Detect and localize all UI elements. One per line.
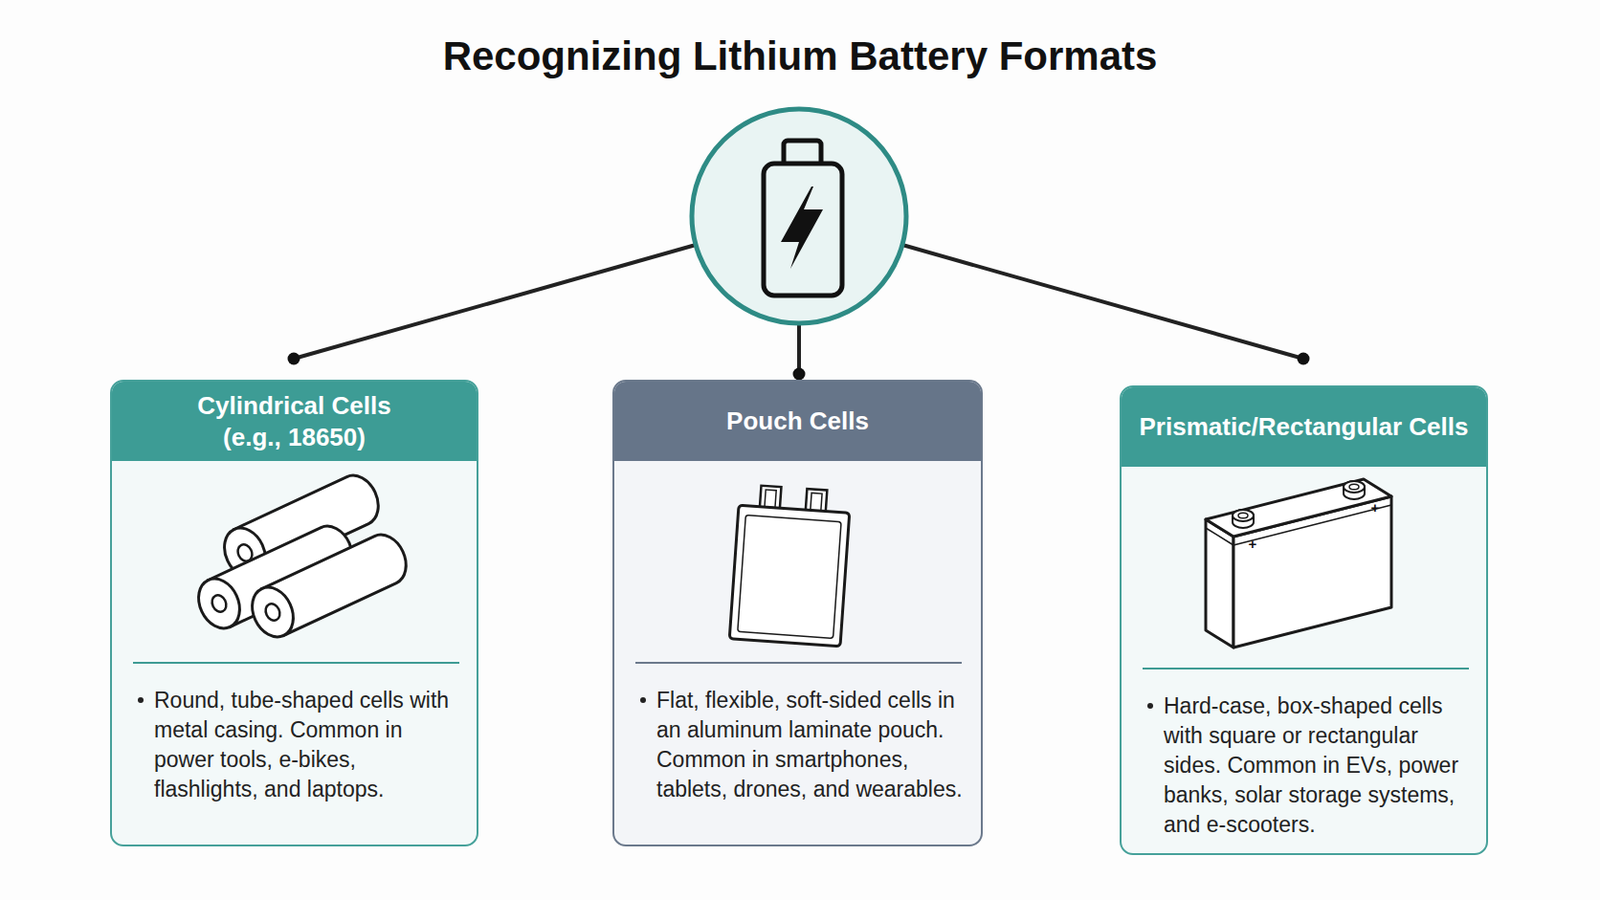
polarity-mark: + <box>1371 500 1380 515</box>
divider <box>1142 667 1469 670</box>
branch-dot <box>793 368 806 381</box>
branch-line <box>293 244 696 359</box>
format-card: Prismatic/Rectangular CellsHard-case, bo… <box>1119 385 1489 856</box>
pouch-body <box>729 505 849 647</box>
bullet-dot <box>640 697 646 704</box>
divider <box>133 662 460 665</box>
card-description: Round, tube-shaped cells with metal casi… <box>154 686 462 805</box>
card-description: Hard-case, box-shaped cells with square … <box>1163 691 1471 841</box>
divider <box>635 662 962 665</box>
card-heading: Pouch Cells <box>726 405 869 438</box>
card-body: Flat, flexible, soft-sided cells in an a… <box>614 663 981 819</box>
diagram-title: Recognizing Lithium Battery Formats <box>0 32 1600 81</box>
card-heading: Prismatic/Rectangular Cells <box>1139 411 1469 444</box>
branch-dot <box>1297 353 1311 366</box>
card-heading: Cylindrical Cells (e.g., 18650) <box>165 390 424 453</box>
branch-dot <box>288 353 301 366</box>
polarity-mark: + <box>1248 536 1258 552</box>
format-card: Cylindrical Cells (e.g., 18650) Round, tu… <box>110 379 479 847</box>
branch-line <box>902 244 1304 359</box>
card-body: Round, tube-shaped cells with metal casi… <box>111 663 477 819</box>
card-header: Pouch Cells <box>614 381 981 462</box>
bullet-dot <box>1147 703 1154 710</box>
bullet-dot <box>137 697 144 704</box>
terminal <box>1232 510 1254 529</box>
terminal <box>1343 481 1365 500</box>
battery-icon <box>763 140 843 296</box>
case-side <box>1205 519 1234 648</box>
card-header: Cylindrical Cells (e.g., 18650) <box>111 381 477 462</box>
card-body: Hard-case, box-shaped cells with square … <box>1121 668 1487 854</box>
branch-line <box>797 323 801 375</box>
card-description: Flat, flexible, soft-sided cells in an a… <box>656 686 966 805</box>
hub-circle <box>691 109 907 324</box>
cylinder-cell <box>244 528 414 645</box>
format-card: Pouch CellsFlat, flexible, soft-sided ce… <box>612 379 983 847</box>
card-header: Prismatic/Rectangular Cells <box>1121 387 1487 467</box>
